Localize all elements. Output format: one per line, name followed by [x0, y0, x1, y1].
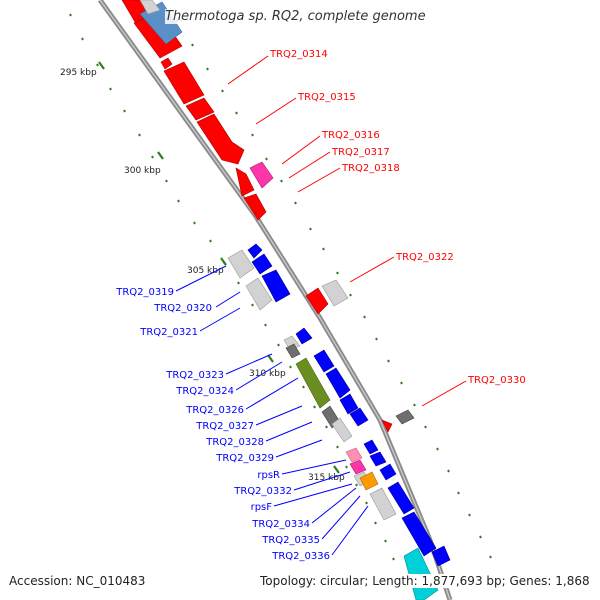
gene-arrow[interactable] [387, 481, 415, 515]
gene-label[interactable]: TRQ2_0329 [215, 453, 274, 464]
gene-label[interactable]: TRQ2_0315 [297, 92, 356, 103]
kbp-marker: 300 kbp [124, 166, 161, 176]
gene-arrow[interactable] [261, 269, 291, 303]
gene-label[interactable]: TRQ2_0317 [331, 147, 390, 158]
gene-arrow[interactable] [369, 487, 397, 521]
gene-label[interactable]: TRQ2_0332 [233, 486, 292, 497]
gene-arrow[interactable] [359, 471, 379, 491]
accession-text: Accession: NC_010483 [9, 574, 146, 588]
gene-label[interactable]: TRQ2_0316 [321, 130, 380, 141]
gene-label[interactable]: TRQ2_0326 [185, 405, 244, 416]
tick-track-inner [175, 19, 502, 581]
genome-title: Thermotoga sp. RQ2, complete genome [165, 9, 426, 24]
gene-arrow[interactable] [349, 407, 369, 427]
gene-features-top [139, 0, 183, 45]
kbp-markers: 295 kbp 300 kbp 305 kbp 310 kbp 315 kbp [60, 68, 345, 483]
gene-label[interactable]: TRQ2_0318 [341, 163, 400, 174]
gene-arrow[interactable] [139, 0, 161, 15]
gene-label[interactable]: TRQ2_0323 [165, 370, 224, 381]
gene-label[interactable]: TRQ2_0321 [139, 327, 198, 338]
gene-label[interactable]: TRQ2_0324 [175, 386, 234, 397]
gene-arrow[interactable] [379, 463, 397, 481]
gene-arrow[interactable] [235, 167, 255, 197]
leader-lines-right [227, 55, 467, 407]
gene-arrow[interactable] [321, 279, 349, 307]
gene-label[interactable]: TRQ2_0336 [271, 551, 330, 562]
gene-features-forward [121, 0, 415, 433]
gene-label[interactable]: rpsR [257, 470, 280, 481]
gene-arrow[interactable] [305, 287, 329, 315]
gene-arrow[interactable] [247, 243, 263, 259]
gene-label[interactable]: TRQ2_0335 [261, 535, 320, 546]
gene-arrow[interactable] [163, 61, 205, 105]
gene-arrow[interactable] [331, 417, 353, 443]
gene-arrow[interactable] [401, 511, 437, 557]
gene-label[interactable]: TRQ2_0319 [115, 287, 174, 298]
major-ticks [98, 61, 340, 474]
gene-arrow[interactable] [185, 97, 215, 121]
gene-arrow[interactable] [160, 57, 173, 70]
gene-arrow[interactable] [349, 459, 367, 475]
gene-label[interactable]: TRQ2_0314 [269, 49, 328, 60]
gene-arrow[interactable] [245, 277, 273, 311]
gene-label[interactable]: TRQ2_0322 [395, 252, 454, 263]
gene-arrow[interactable] [285, 343, 301, 359]
gene-arrow[interactable] [325, 367, 351, 399]
gene-labels-left: TRQ2_0319 TRQ2_0320 TRQ2_0321 TRQ2_0323 … [115, 287, 330, 562]
kbp-marker: 310 kbp [249, 369, 286, 379]
topology-summary: Topology: circular; Length: 1,877,693 bp… [260, 574, 590, 588]
gene-arrow[interactable] [381, 419, 393, 433]
gene-arrow[interactable] [363, 439, 379, 455]
gene-arrow[interactable] [251, 253, 273, 275]
gene-arrow[interactable] [196, 113, 245, 165]
gene-arrow[interactable] [227, 249, 255, 279]
gene-arrow[interactable] [345, 447, 363, 463]
gene-arrow[interactable] [295, 357, 331, 409]
gene-arrow[interactable] [339, 393, 359, 415]
kbp-marker: 315 kbp [308, 473, 345, 483]
gene-label[interactable]: TRQ2_0328 [205, 437, 264, 448]
gene-label[interactable]: TRQ2_0320 [153, 303, 212, 314]
kbp-marker: 305 kbp [187, 266, 224, 276]
gene-label[interactable]: rpsF [251, 502, 273, 513]
gene-arrow[interactable] [395, 409, 415, 425]
gene-label[interactable]: TRQ2_0327 [195, 421, 254, 432]
gene-arrow[interactable] [295, 327, 313, 345]
gene-label[interactable]: TRQ2_0334 [251, 519, 310, 530]
gene-label[interactable]: TRQ2_0330 [467, 375, 526, 386]
gene-arrow[interactable] [313, 349, 335, 373]
gene-arrow[interactable] [369, 451, 387, 467]
gene-arrow[interactable] [249, 161, 274, 189]
gene-labels-right: TRQ2_0314 TRQ2_0315 TRQ2_0316 TRQ2_0317 … [269, 49, 526, 386]
gene-arrow[interactable] [431, 545, 451, 567]
leader-lines-left [175, 265, 369, 556]
gene-arrow[interactable] [243, 193, 267, 221]
kbp-marker: 295 kbp [60, 68, 97, 78]
